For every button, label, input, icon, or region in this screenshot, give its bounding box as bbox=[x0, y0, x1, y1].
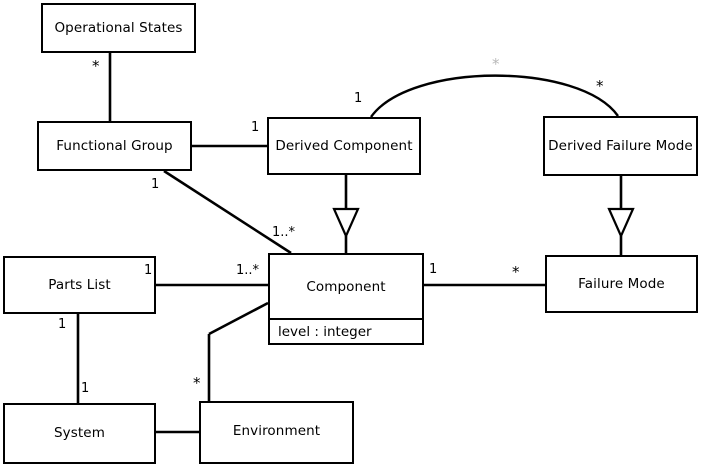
multiplicity-parts-list-right: 1 bbox=[144, 263, 153, 278]
edge-functional-group-component bbox=[163, 169, 292, 255]
multiplicity-component-to-failure-mode-target: * bbox=[512, 263, 520, 281]
multiplicity-parts-list-to-system-top: 1 bbox=[58, 317, 67, 332]
class-name-component: Component bbox=[306, 278, 386, 295]
multiplicity-component-to-failure-mode-source: 1 bbox=[429, 262, 438, 277]
multiplicity-derived-failure-mode-curve-end: * bbox=[596, 77, 604, 95]
multiplicity-environment-to-component: * bbox=[193, 374, 201, 392]
class-name-operational-states: Operational States bbox=[54, 20, 183, 36]
class-box-failure-mode[interactable]: Failure Mode bbox=[545, 255, 698, 313]
edge-environment-component-diagonal bbox=[208, 301, 269, 336]
derived-failure-mode-name-compartment: Derived Failure Mode bbox=[545, 118, 696, 174]
component-name-compartment: Component bbox=[270, 255, 422, 318]
class-name-system: System bbox=[54, 425, 105, 441]
class-box-system[interactable]: System bbox=[3, 403, 156, 464]
functional-group-name-compartment: Functional Group bbox=[39, 123, 190, 169]
environment-name-compartment: Environment bbox=[201, 403, 352, 459]
multiplicity-operational-states-to-functional-group: * bbox=[92, 57, 100, 75]
multiplicity-functional-group-to-derived-component: 1 bbox=[251, 120, 260, 135]
class-name-parts-list: Parts List bbox=[48, 277, 111, 293]
class-box-component[interactable]: Component level : integer bbox=[268, 253, 424, 345]
multiplicity-functional-group-to-component-source: 1 bbox=[151, 177, 160, 192]
operational-states-name-compartment: Operational States bbox=[43, 5, 194, 51]
multiplicity-functional-group-to-component-target: 1..* bbox=[272, 225, 296, 240]
edge-derived-component-derived-failure-mode-curve bbox=[370, 74, 619, 118]
class-box-derived-failure-mode[interactable]: Derived Failure Mode bbox=[543, 116, 698, 176]
class-box-operational-states[interactable]: Operational States bbox=[41, 3, 196, 53]
multiplicity-parts-list-to-component: 1..* bbox=[236, 263, 260, 278]
class-name-derived-component: Derived Component bbox=[275, 138, 413, 154]
class-name-environment: Environment bbox=[232, 423, 321, 439]
class-name-derived-failure-mode: Derived Failure Mode bbox=[548, 138, 693, 154]
class-name-functional-group: Functional Group bbox=[56, 138, 173, 154]
generalization-triangle-icon-derived-component bbox=[332, 207, 360, 239]
component-attributes-compartment: level : integer bbox=[270, 318, 422, 343]
class-name-failure-mode: Failure Mode bbox=[578, 276, 665, 292]
failure-mode-name-compartment: Failure Mode bbox=[547, 257, 696, 311]
derived-component-name-compartment: Derived Component bbox=[269, 119, 419, 173]
class-box-environment[interactable]: Environment bbox=[199, 401, 354, 464]
component-attribute-level: level : integer bbox=[278, 323, 372, 340]
class-box-parts-list[interactable]: Parts List bbox=[3, 256, 156, 314]
multiplicity-parts-list-to-system-bottom: 1 bbox=[81, 381, 90, 396]
generalization-triangle-icon-derived-failure-mode bbox=[607, 207, 635, 239]
class-box-functional-group[interactable]: Functional Group bbox=[37, 121, 192, 171]
parts-list-name-compartment: Parts List bbox=[5, 258, 154, 312]
class-box-derived-component[interactable]: Derived Component bbox=[267, 117, 421, 175]
multiplicity-curve-apex: * bbox=[492, 55, 500, 73]
multiplicity-derived-component-curve-start: 1 bbox=[354, 91, 363, 106]
system-name-compartment: System bbox=[5, 405, 154, 461]
